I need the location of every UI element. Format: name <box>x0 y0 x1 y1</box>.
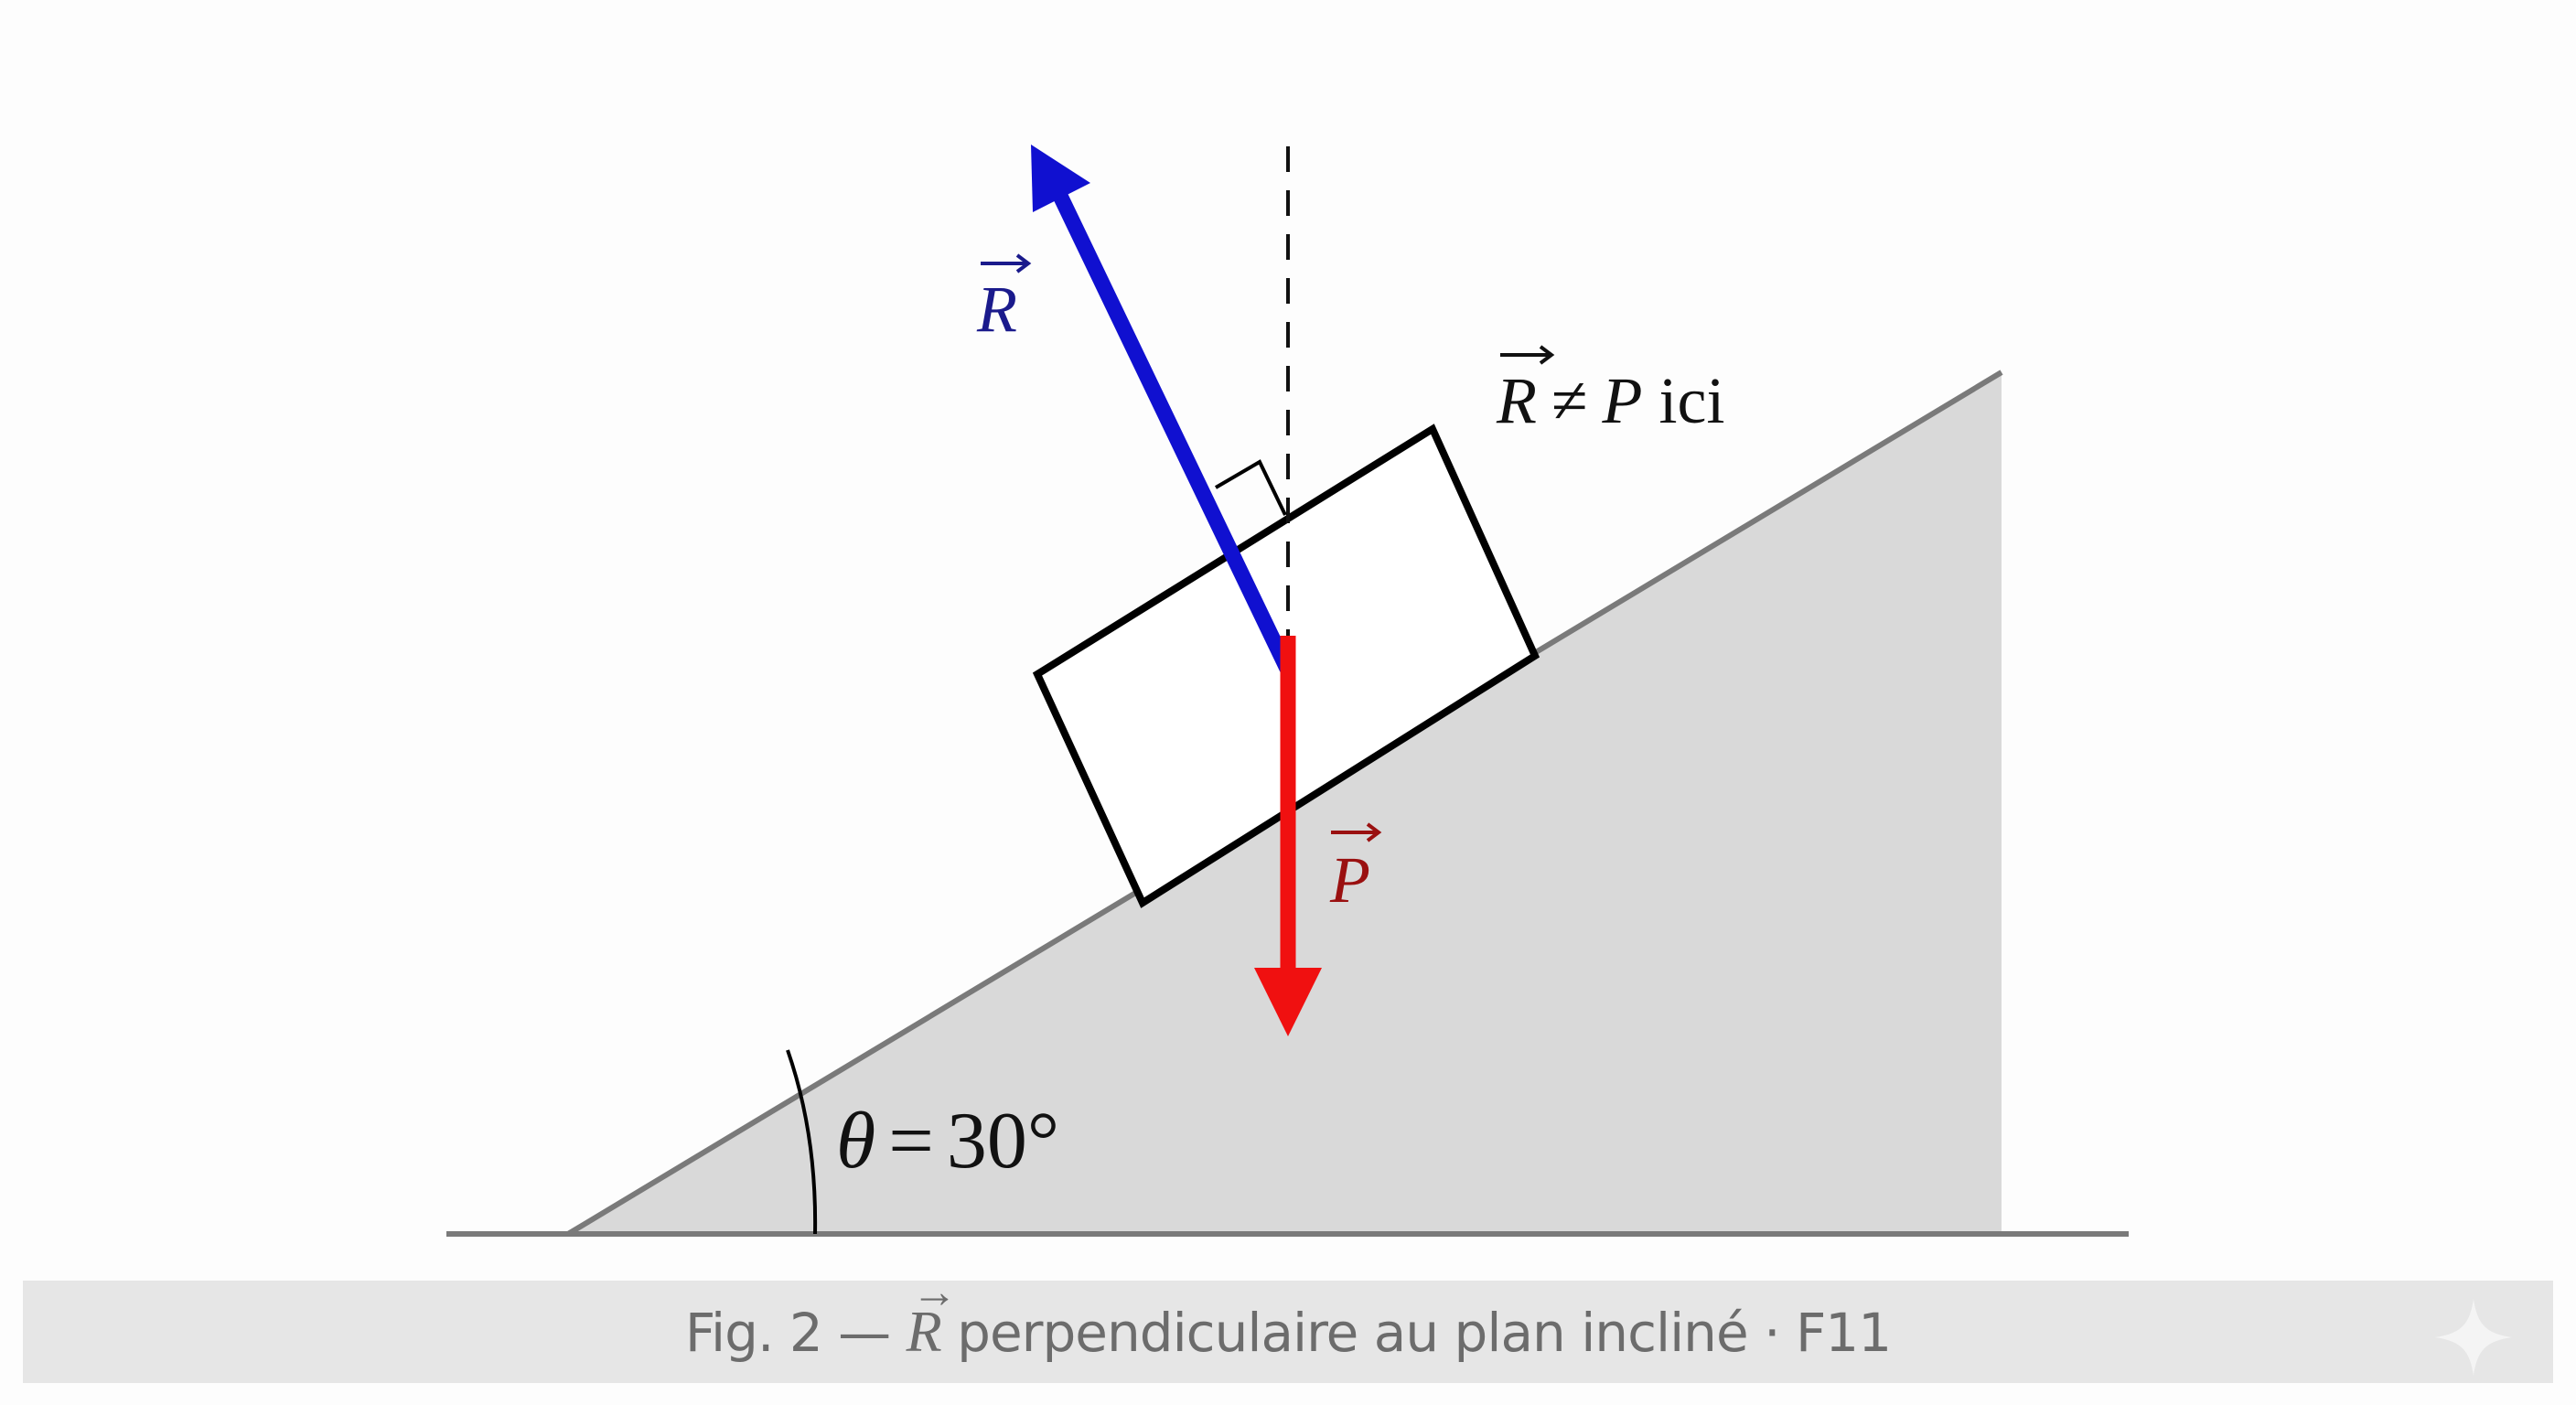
figure-caption: Fig. 2 — R perpendiculaire au plan incli… <box>23 1240 2553 1383</box>
caption-suffix: perpendiculaire au plan incliné · F11 <box>957 1302 1892 1364</box>
weight-arrow-head <box>1254 968 1322 1036</box>
svg-text:R: R <box>976 273 1017 346</box>
angle-arc <box>786 1049 818 1235</box>
svg-text:P: P <box>1329 843 1370 917</box>
caption-bar: Fig. 2 — R perpendiculaire au plan incli… <box>23 1240 2553 1383</box>
caption-prefix: Fig. 2 — <box>684 1302 891 1364</box>
angle-label: θ=30° <box>836 1097 1059 1185</box>
right-angle-marker <box>1214 459 1287 516</box>
reaction-label: R <box>976 253 1032 346</box>
reaction-arrow-head <box>1031 145 1090 212</box>
weight-label: P <box>1329 822 1382 917</box>
reaction-arrow-shaft <box>1052 190 1295 674</box>
caption-vector-symbol: R <box>907 1240 957 1383</box>
sparkle-icon <box>2435 1299 2512 1376</box>
